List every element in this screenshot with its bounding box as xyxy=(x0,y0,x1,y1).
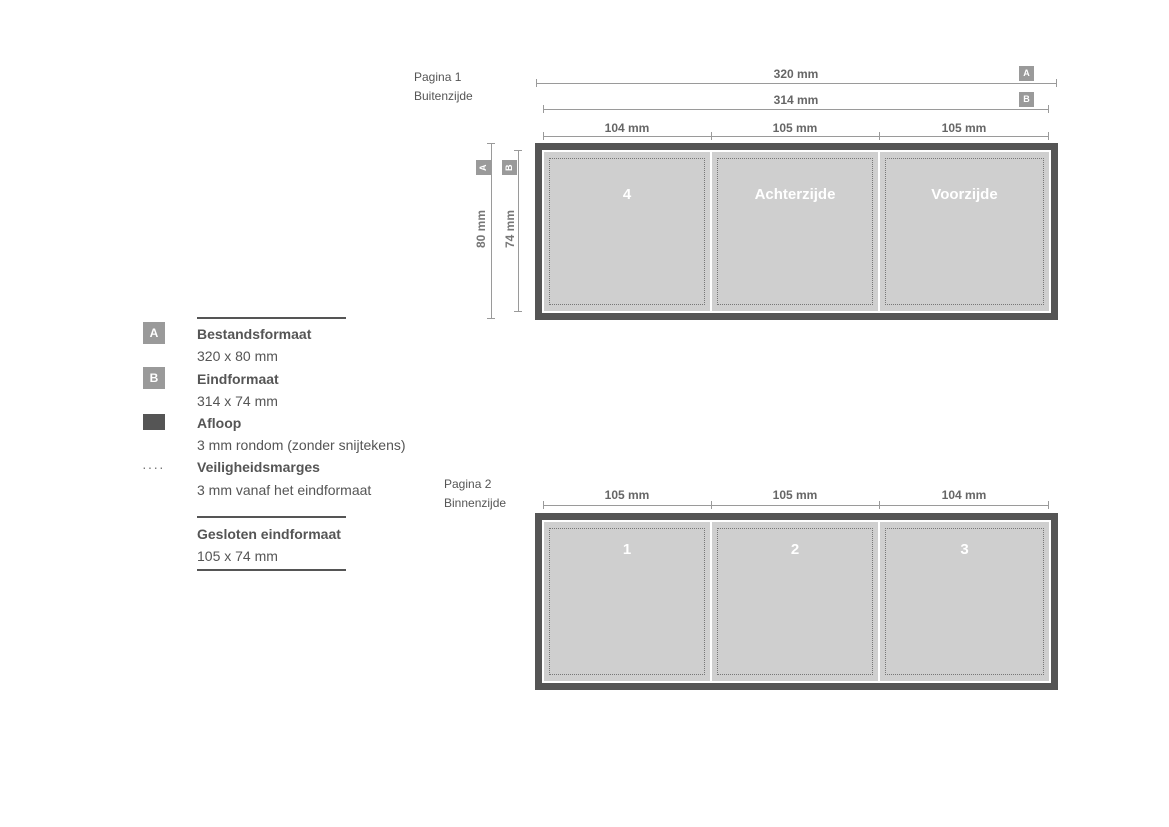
panel-back: Achterzijde xyxy=(712,152,878,311)
panel-2: 2 xyxy=(712,522,878,681)
dim-total-width-label: 320 mm xyxy=(773,67,819,81)
dim-final-height-line xyxy=(518,150,519,312)
panel-label: 4 xyxy=(622,186,632,203)
legend-rule-bottom xyxy=(197,569,346,571)
legend-closed-value: 105 x 74 mm xyxy=(197,548,278,564)
panel-4: 4 xyxy=(544,152,710,311)
panel-label: 2 xyxy=(790,541,800,558)
safe-margin xyxy=(885,158,1044,305)
legend-bleed-value: 3 mm rondom (zonder snijtekens) xyxy=(197,437,406,453)
dim-panel-1-label: 104 mm xyxy=(604,121,650,135)
dim-tick xyxy=(543,501,544,509)
page2-subtitle: Binnenzijde xyxy=(444,496,507,510)
dim-tick xyxy=(543,132,544,140)
fold-line xyxy=(879,152,880,311)
dim-tick xyxy=(1056,79,1057,87)
dim-tick xyxy=(711,132,712,140)
badge-a-top: A xyxy=(1019,66,1034,81)
legend-a-value: 320 x 80 mm xyxy=(197,348,278,364)
legend-bleed-swatch xyxy=(143,414,165,430)
legend-b-title: Eindformaat xyxy=(197,371,279,387)
panel-3: 3 xyxy=(880,522,1049,681)
dim-tick xyxy=(536,79,537,87)
fold-line xyxy=(711,152,712,311)
dim-panel-2-label: 105 mm xyxy=(772,488,818,502)
panel-front: Voorzijde xyxy=(880,152,1049,311)
legend-closed-title: Gesloten eindformaat xyxy=(197,526,341,542)
page1-subtitle: Buitenzijde xyxy=(414,89,473,103)
legend-b-value: 314 x 74 mm xyxy=(197,393,278,409)
safe-margin xyxy=(717,158,873,305)
dim-tick xyxy=(711,501,712,509)
panel-1: 1 xyxy=(544,522,710,681)
dim-tick xyxy=(514,311,522,312)
dim-final-height-label: 74 mm xyxy=(503,210,517,249)
legend-a-title: Bestandsformaat xyxy=(197,326,312,342)
safe-margin xyxy=(717,528,873,675)
badge-a-side: A xyxy=(476,160,491,175)
panel-label: 1 xyxy=(622,541,632,558)
dim-tick xyxy=(487,143,495,144)
dim-tick xyxy=(1048,105,1049,113)
page2-title: Pagina 2 xyxy=(444,477,492,491)
legend-badge-b: B xyxy=(143,367,165,389)
badge-b-top: B xyxy=(1019,92,1034,107)
dim-tick xyxy=(487,318,495,319)
dim-tick xyxy=(879,501,880,509)
badge-b-side: B xyxy=(502,160,517,175)
dim-total-height-line xyxy=(491,143,492,319)
page1-title: Pagina 1 xyxy=(414,70,462,84)
dim-tick xyxy=(543,105,544,113)
legend-safe-value: 3 mm vanaf het eindformaat xyxy=(197,482,372,498)
dim-panel-2-label: 105 mm xyxy=(772,121,818,135)
panel-label: Voorzijde xyxy=(931,186,998,203)
dim-panel-3-label: 105 mm xyxy=(941,121,987,135)
legend-safe-title: Veiligheidsmarges xyxy=(197,459,320,475)
safe-margin xyxy=(549,528,705,675)
page1-sheet: 4 Achterzijde Voorzijde xyxy=(535,143,1058,320)
dim-total-width-line xyxy=(536,83,1057,84)
legend-badge-a: A xyxy=(143,322,165,344)
dim-panels-line xyxy=(543,505,1049,506)
dim-panel-3-label: 104 mm xyxy=(941,488,987,502)
dim-panel-1-label: 105 mm xyxy=(604,488,650,502)
dim-panels-line xyxy=(543,136,1049,137)
panel-label: 3 xyxy=(960,541,969,558)
safe-margin xyxy=(549,158,705,305)
fold-line xyxy=(711,522,712,681)
legend-rule-top xyxy=(197,317,346,319)
dim-tick xyxy=(1048,132,1049,140)
panel-label: Achterzijde xyxy=(754,186,836,203)
dim-tick xyxy=(879,132,880,140)
dim-final-width-line xyxy=(543,109,1049,110)
legend-bleed-title: Afloop xyxy=(197,415,242,431)
dim-final-width-label: 314 mm xyxy=(773,93,819,107)
safe-margin xyxy=(885,528,1044,675)
dim-total-height-label: 80 mm xyxy=(474,210,488,249)
dim-tick xyxy=(514,150,522,151)
page2-sheet: 1 2 3 xyxy=(535,513,1058,690)
dim-tick xyxy=(1048,501,1049,509)
fold-line xyxy=(879,522,880,681)
legend-rule-mid xyxy=(197,516,346,518)
legend-safe-symbol: ···· xyxy=(142,459,165,475)
